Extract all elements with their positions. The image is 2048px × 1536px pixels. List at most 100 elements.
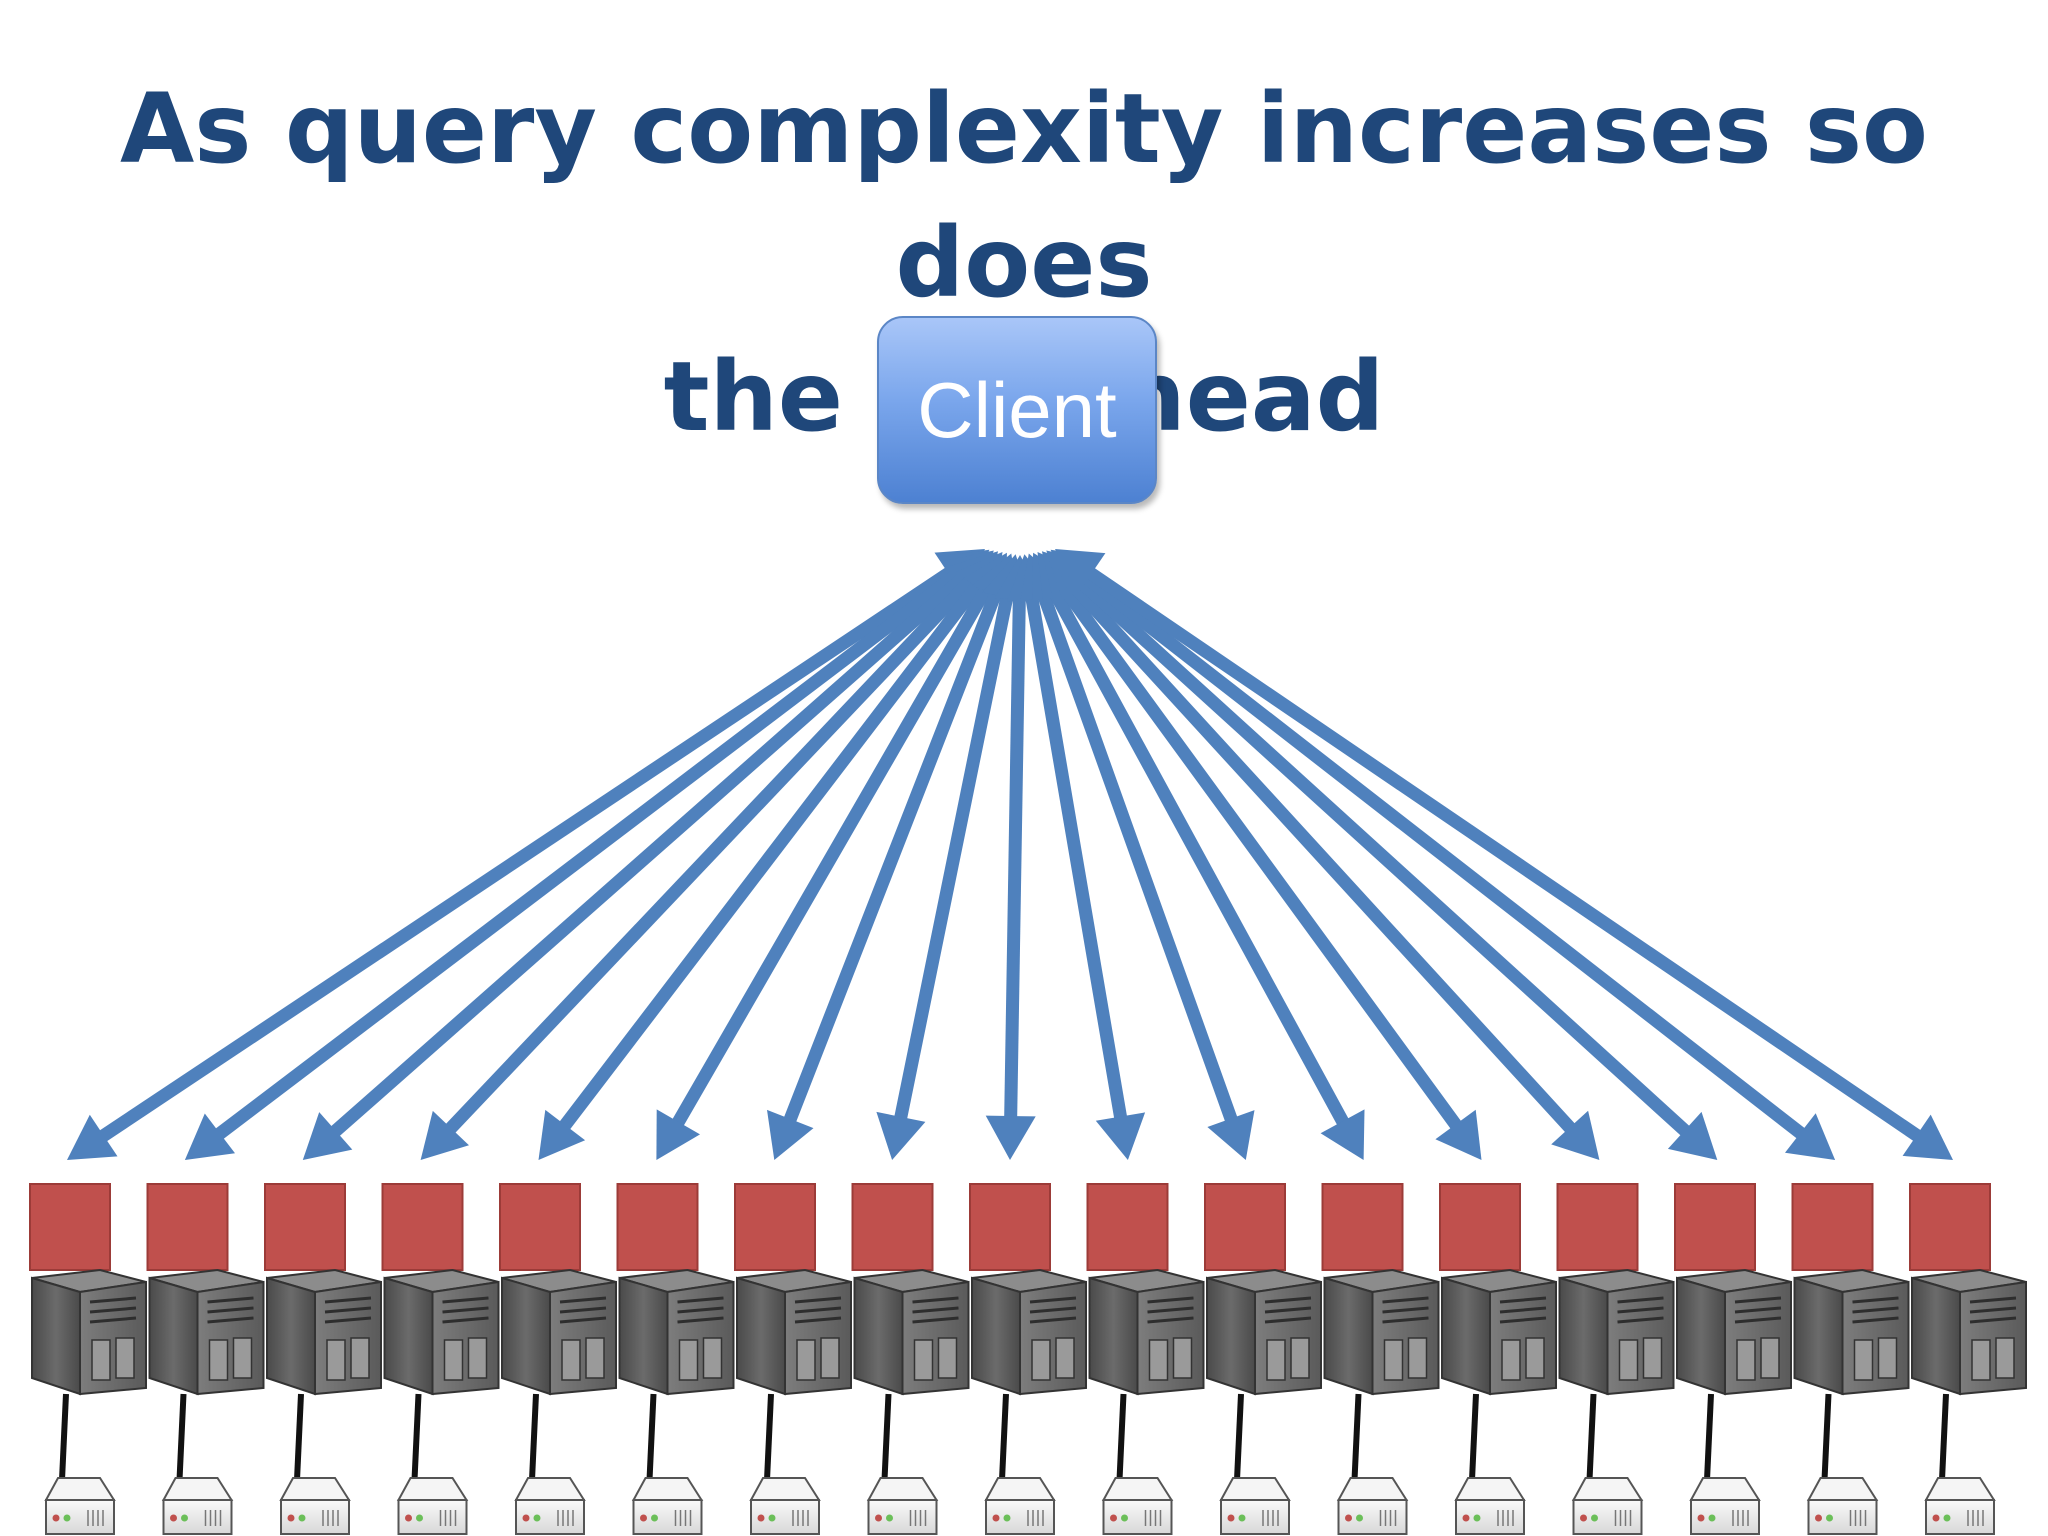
disk-drive-icon (1454, 1477, 1526, 1535)
server-bay-slot (677, 1316, 724, 1324)
node-13 (1439, 1183, 1557, 1535)
server-panel (678, 1339, 699, 1381)
server-front (266, 1276, 316, 1396)
data-block-icon (969, 1183, 1051, 1271)
server-bay-slot (1499, 1316, 1547, 1324)
server-front (618, 1276, 669, 1396)
arrow-head-down (876, 1111, 926, 1160)
data-block-icon (381, 1183, 464, 1271)
server-tower-icon (501, 1268, 617, 1396)
drive-top (396, 1477, 469, 1501)
server-panel (443, 1339, 464, 1381)
drive-led (640, 1514, 647, 1522)
server-bay-slot (1264, 1316, 1312, 1324)
arrow-13 (1037, 552, 1482, 1160)
server-panel (1148, 1339, 1169, 1381)
server-tower-icon (148, 1268, 265, 1396)
arrow-head-down (985, 1115, 1036, 1160)
drive-top (1336, 1477, 1409, 1501)
server-panel (561, 1339, 581, 1381)
server-bay-slot (559, 1316, 607, 1324)
drive-led (1708, 1514, 1716, 1522)
server-panel (326, 1339, 346, 1381)
server-tower-icon (31, 1268, 147, 1396)
server-panel (1877, 1337, 1898, 1379)
arrow-shaft (1042, 577, 1355, 1136)
server-panel (1172, 1337, 1193, 1379)
server-bay-slot (89, 1316, 137, 1324)
drive-led (533, 1514, 541, 1522)
arrow-5 (538, 552, 1003, 1160)
drive-led (1826, 1514, 1833, 1522)
arrow-head-down (1902, 1114, 1953, 1160)
data-block-icon (1086, 1183, 1169, 1271)
node-2 (146, 1183, 265, 1535)
cable-icon (529, 1393, 539, 1481)
disk-drive-icon (1806, 1477, 1879, 1535)
server-panel (1525, 1337, 1545, 1379)
node-12 (1321, 1183, 1440, 1535)
cable-icon (1116, 1393, 1127, 1481)
node-10 (1086, 1183, 1205, 1535)
server-bay-slot (1969, 1316, 2017, 1324)
server-panel (232, 1337, 253, 1379)
server-front (148, 1276, 199, 1396)
server-tower-icon (266, 1268, 382, 1396)
drive-led (1591, 1514, 1598, 1522)
data-block-icon (1439, 1183, 1521, 1271)
server-bay-slot (912, 1296, 959, 1304)
drive-top (1219, 1477, 1291, 1501)
drive-led (405, 1514, 412, 1522)
drive-led (1815, 1514, 1822, 1522)
drive-top (161, 1477, 234, 1501)
cable-icon (1469, 1393, 1479, 1481)
server-panel (350, 1337, 370, 1379)
server-bay-slot (324, 1316, 372, 1324)
server-tower-icon (1206, 1268, 1322, 1396)
server-bay-slot (1264, 1296, 1312, 1304)
server-panel (702, 1337, 723, 1379)
server-bay-slot (1147, 1316, 1194, 1324)
drive-led (1121, 1514, 1128, 1522)
disk-drive-icon (514, 1477, 586, 1535)
arrow-head-down (67, 1114, 118, 1160)
server-panel (1055, 1337, 1075, 1379)
server-panel (1407, 1337, 1428, 1379)
disk-drive-icon (631, 1477, 704, 1535)
arrow-head-down (1320, 1109, 1365, 1160)
server-bay-slot (912, 1316, 959, 1324)
arrow-head-down (1785, 1113, 1836, 1160)
server-bay-slot (1029, 1316, 1077, 1324)
arrow-shaft (779, 580, 1006, 1133)
server-bay-slot (912, 1306, 959, 1314)
arrow-head-down (1435, 1109, 1482, 1160)
cable-icon (646, 1393, 657, 1481)
server-bay-slot (1852, 1306, 1899, 1314)
disk-drive-icon (44, 1477, 116, 1535)
server-bay-slot (677, 1306, 724, 1314)
drive-led (287, 1514, 295, 1522)
node-9 (969, 1183, 1087, 1535)
node-6 (616, 1183, 735, 1535)
disk-drive-icon (1101, 1477, 1174, 1535)
server-bay-slot (677, 1296, 724, 1304)
server-front (1676, 1276, 1726, 1396)
cable-icon (1586, 1393, 1597, 1481)
arrow-shaft (322, 566, 975, 1144)
server-panel (1853, 1339, 1874, 1381)
slide-title: As query complexity increases so does th… (0, 62, 2048, 464)
client-box: Client (877, 316, 1157, 504)
arrow-1 (67, 549, 985, 1160)
arrow-head-down (1667, 1111, 1718, 1160)
server-panel (585, 1337, 605, 1379)
disk-drive-icon (279, 1477, 351, 1535)
server-bay-slot (207, 1306, 254, 1314)
arrow-2 (184, 549, 990, 1160)
server-bay-slot (1382, 1316, 1429, 1324)
drive-led (522, 1514, 530, 1522)
data-block-icon (1909, 1183, 1991, 1271)
drive-led (52, 1514, 60, 1522)
drive-led (1580, 1514, 1587, 1522)
server-bay-slot (1499, 1296, 1547, 1304)
